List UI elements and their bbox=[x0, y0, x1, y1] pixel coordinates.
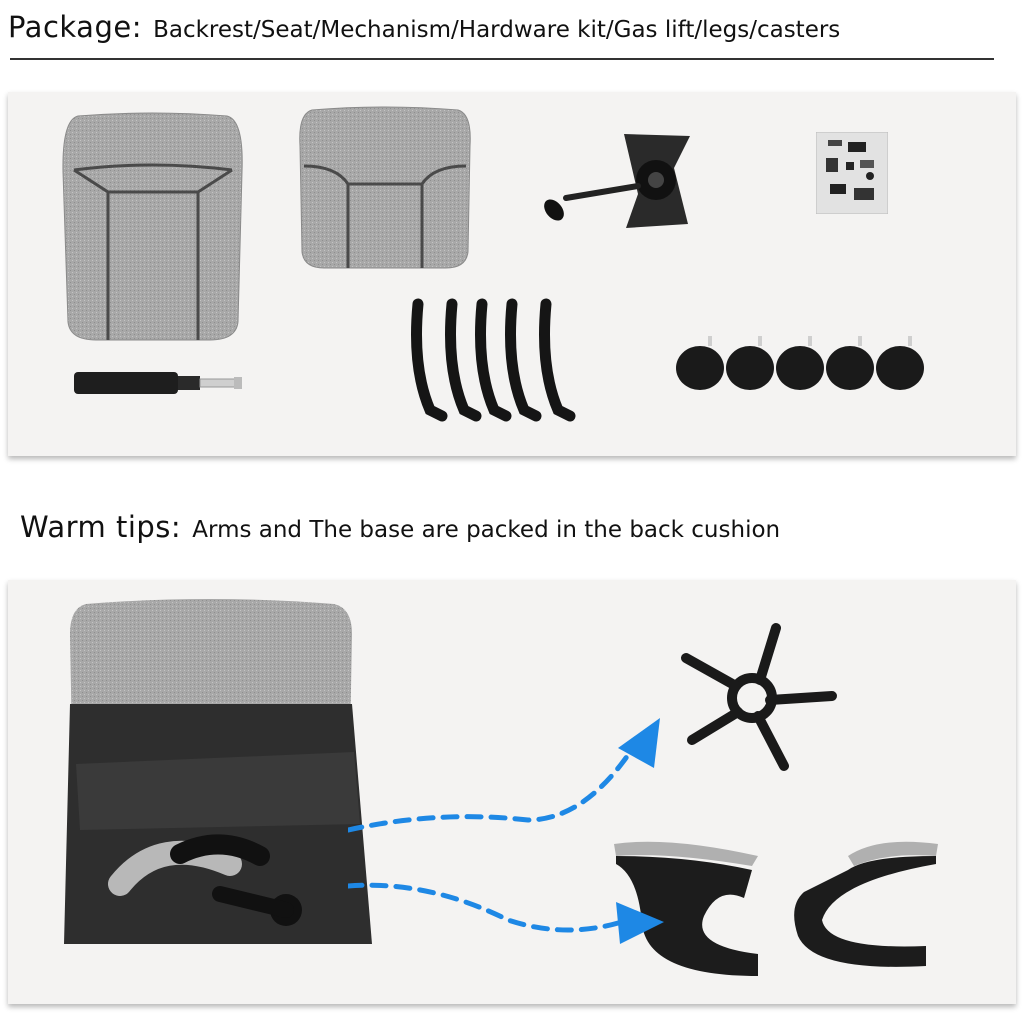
gas-lift-image bbox=[74, 368, 244, 398]
package-contents: Backrest/Seat/Mechanism/Hardware kit/Gas… bbox=[153, 17, 841, 43]
seat-image bbox=[296, 106, 474, 272]
base-image bbox=[668, 616, 848, 776]
package-label: Package: bbox=[8, 10, 142, 44]
tips-heading: Warm tips: Arms and The base are packed … bbox=[20, 510, 780, 544]
tips-text: Arms and The base are packed in the back… bbox=[192, 517, 781, 543]
legs-image bbox=[410, 298, 580, 426]
tips-panel bbox=[8, 580, 1016, 1004]
hardware-kit-image bbox=[816, 132, 888, 214]
divider-line bbox=[10, 58, 994, 60]
package-panel bbox=[8, 92, 1016, 456]
tips-label: Warm tips: bbox=[20, 510, 182, 544]
mechanism-image bbox=[542, 128, 692, 238]
backrest-image bbox=[60, 112, 245, 344]
casters-image bbox=[676, 328, 926, 398]
back-cushion-image bbox=[60, 594, 380, 954]
armrests-image bbox=[608, 836, 948, 986]
arrows-image bbox=[348, 690, 688, 950]
package-heading: Package: Backrest/Seat/Mechanism/Hardwar… bbox=[8, 10, 840, 44]
